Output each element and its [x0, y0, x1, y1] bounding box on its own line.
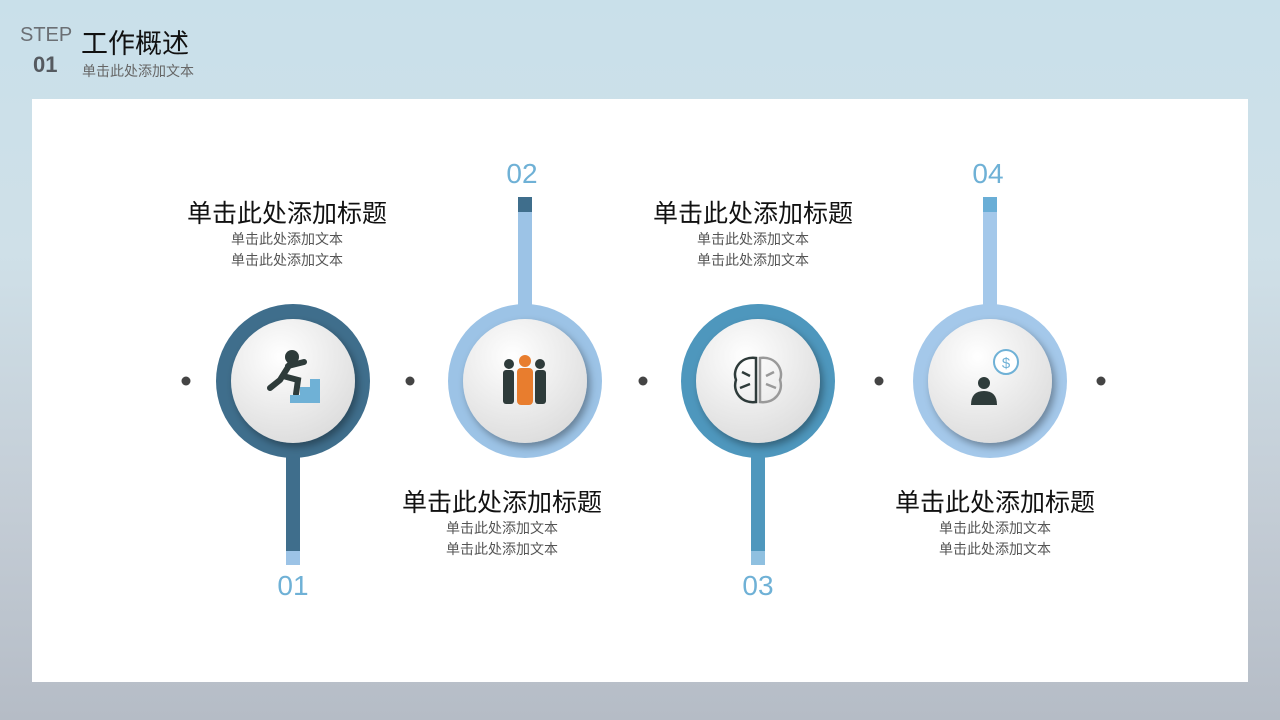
page-title: 工作概述 — [81, 29, 189, 60]
connector-dots — [181, 376, 1106, 386]
item-2-text: 单击此处添加标题 单击此处添加文本 单击此处添加文本 — [372, 487, 632, 561]
item-text[interactable]: 单击此处添加文本 — [697, 232, 809, 248]
item-text[interactable]: 单击此处添加文本 — [939, 542, 1051, 558]
item-title[interactable]: 单击此处添加标题 — [894, 488, 1095, 517]
pin-tip — [286, 551, 300, 565]
item-text[interactable]: 单击此处添加文本 — [231, 232, 343, 248]
item-text[interactable]: 单击此处添加文本 — [231, 253, 343, 269]
item-1-text: 单击此处添加标题 单击此处添加文本 单击此处添加文本 — [157, 198, 417, 272]
item-3-text: 单击此处添加标题 单击此处添加文本 单击此处添加文本 — [623, 198, 883, 272]
item-text[interactable]: 单击此处添加文本 — [446, 542, 558, 558]
step-number-1: 01 — [277, 570, 309, 601]
team-icon — [503, 355, 546, 405]
item-text[interactable]: 单击此处添加文本 — [939, 521, 1051, 537]
item-title[interactable]: 单击此处添加标题 — [186, 199, 387, 228]
svg-text:$: $ — [1002, 355, 1011, 372]
stairs-climb-icon — [267, 350, 320, 403]
dot — [638, 376, 648, 386]
item-text[interactable]: 单击此处添加文本 — [697, 253, 809, 269]
item-title[interactable]: 单击此处添加标题 — [401, 488, 602, 517]
step-number-3: 03 — [742, 570, 774, 601]
item-text[interactable]: 单击此处添加文本 — [446, 521, 558, 537]
step-number: 01 — [33, 52, 58, 77]
pin-tip — [751, 551, 765, 565]
pin-3 — [681, 304, 835, 565]
dot — [874, 376, 884, 386]
pin-2 — [448, 197, 602, 458]
brain-icon — [733, 356, 783, 404]
item-4-text: 单击此处添加标题 单击此处添加文本 单击此处添加文本 — [865, 487, 1125, 561]
pin-4 — [913, 197, 1067, 458]
step-number-4: 04 — [972, 158, 1004, 189]
step-label: STEP — [20, 24, 73, 46]
page-subtitle: 单击此处添加文本 — [82, 64, 194, 80]
dot — [181, 376, 191, 386]
pin-1 — [216, 304, 370, 565]
pin-tip — [518, 197, 532, 212]
pin-tip — [983, 197, 997, 212]
user-money-icon: $ — [971, 349, 1019, 405]
step-number-2: 02 — [506, 158, 538, 189]
item-title[interactable]: 单击此处添加标题 — [652, 199, 853, 228]
dot — [405, 376, 415, 386]
dot — [1096, 376, 1106, 386]
